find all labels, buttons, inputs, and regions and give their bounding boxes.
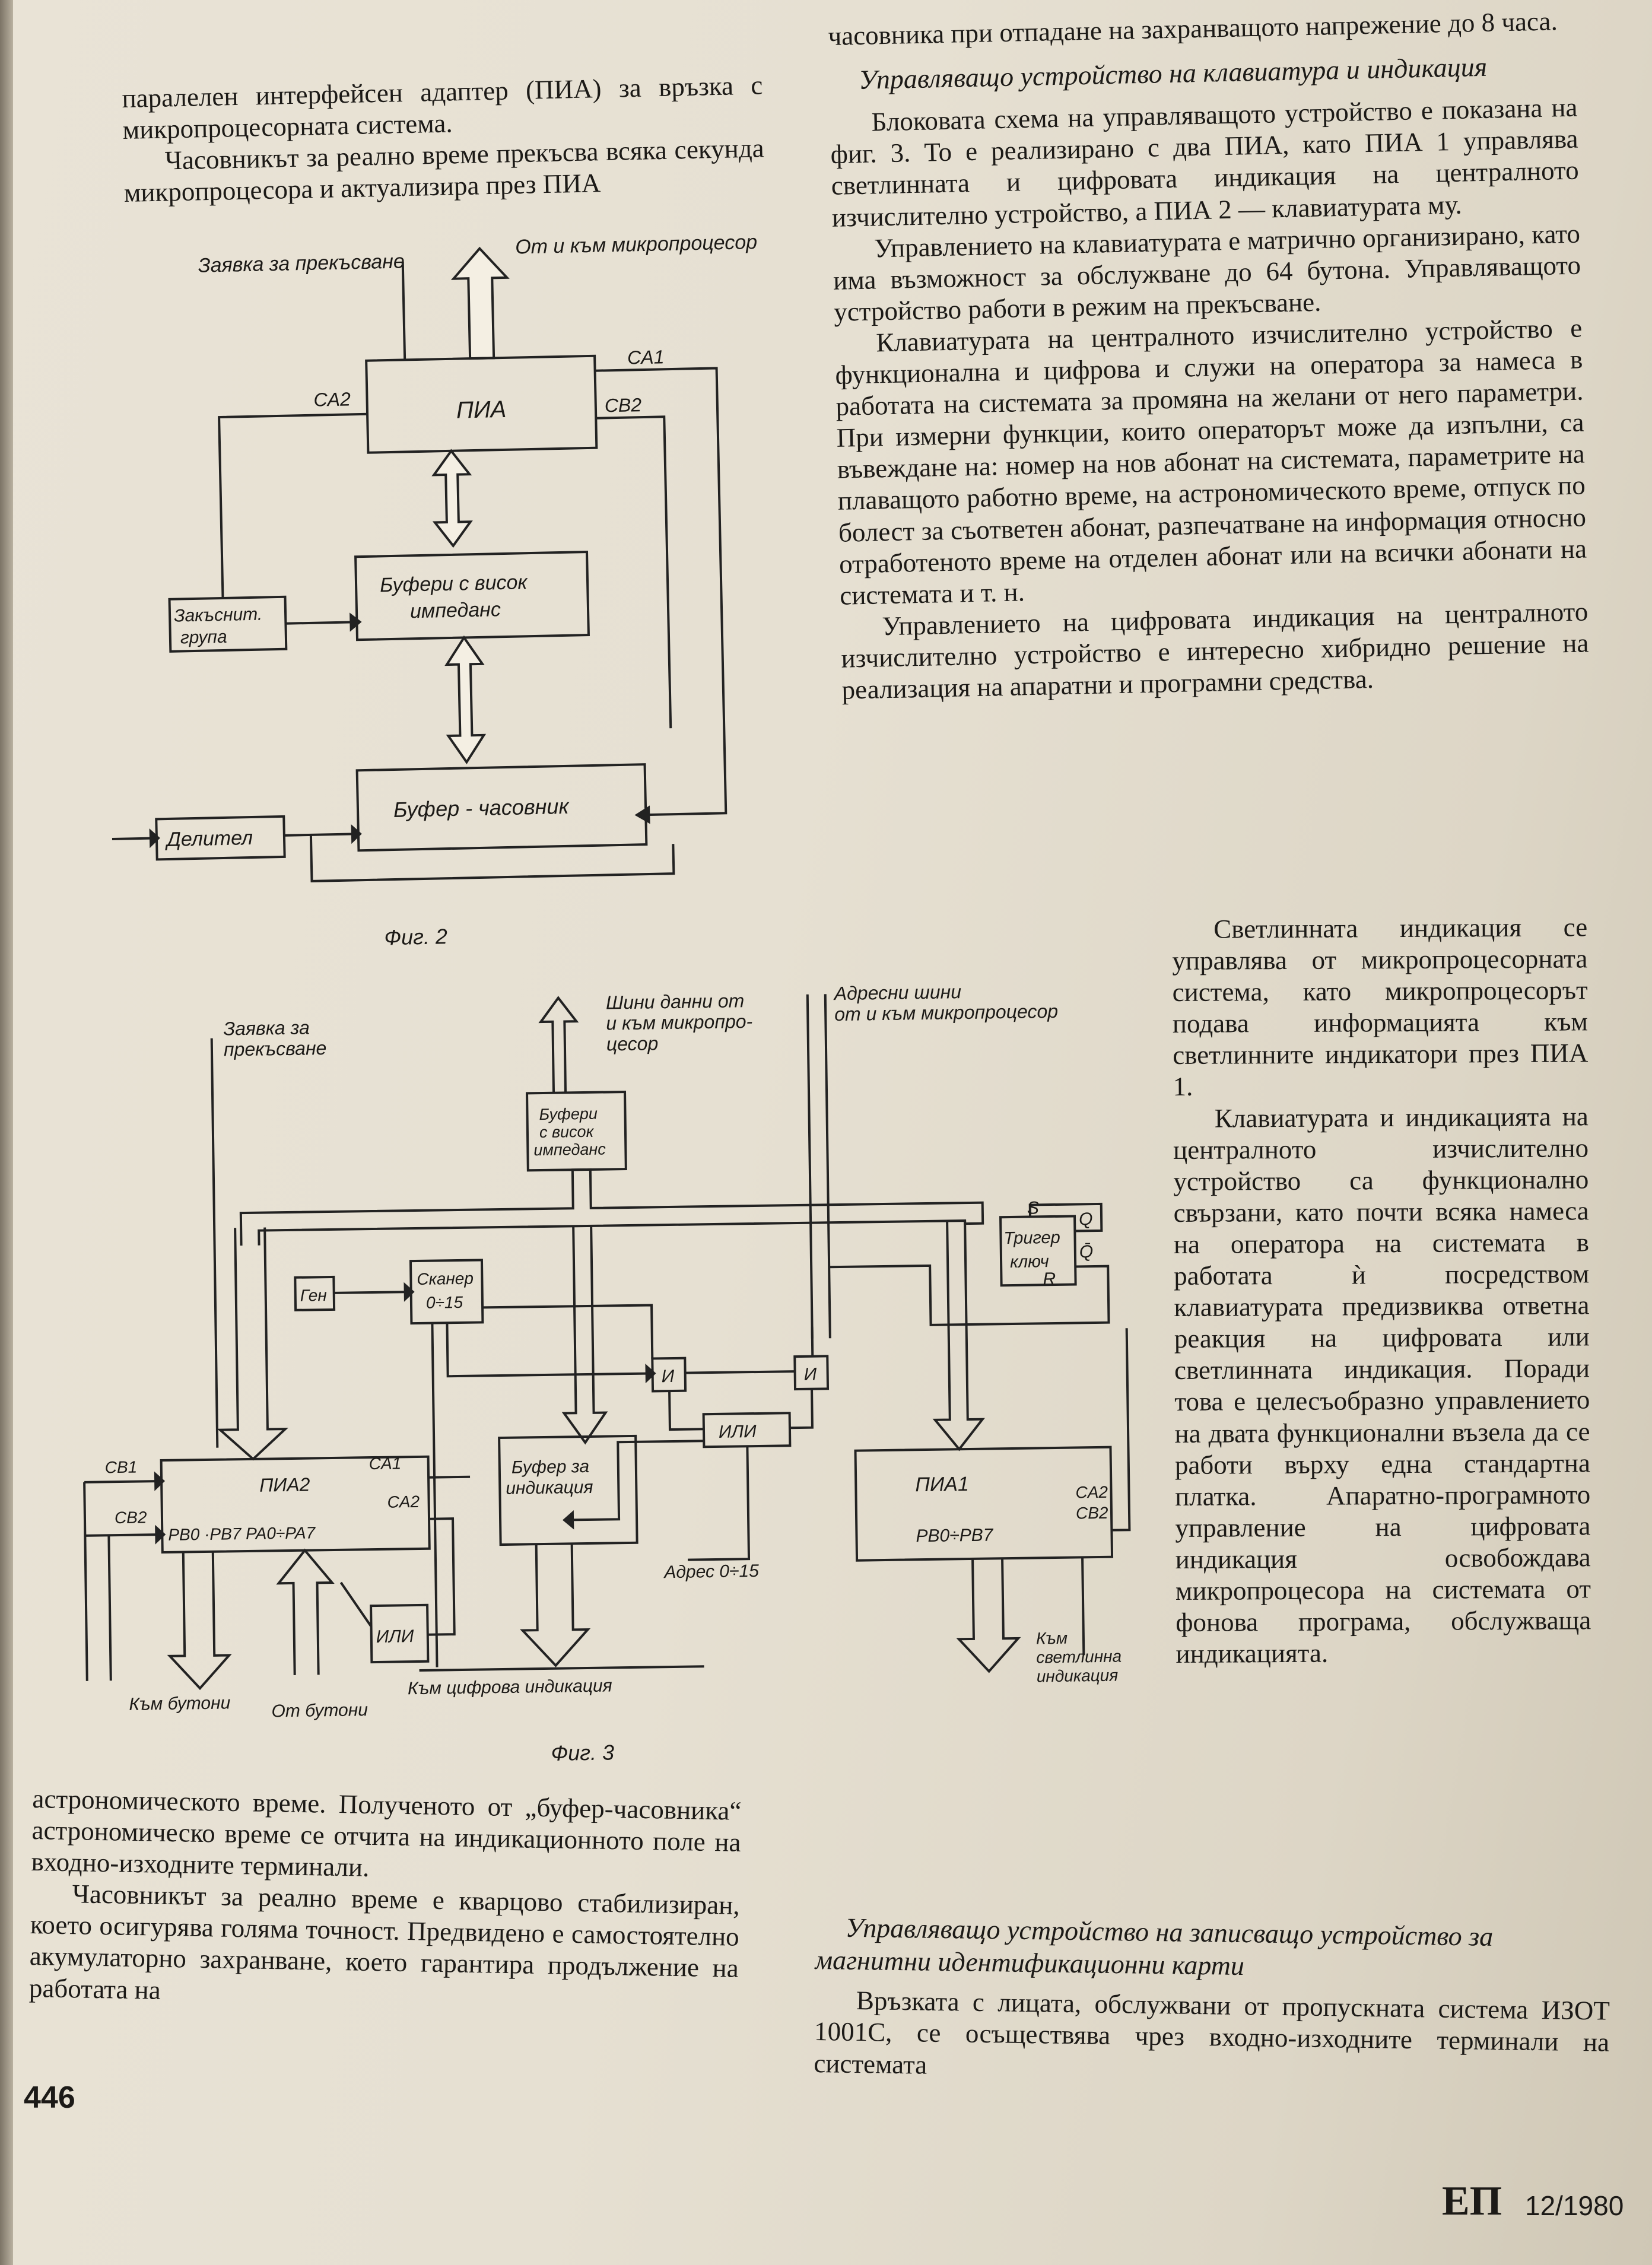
fig3-trigger-label-2: ключ bbox=[1010, 1252, 1049, 1272]
fig3-hbuf-label-2: с висок bbox=[539, 1123, 595, 1141]
fig3-interrupt-label-1: Заявка за bbox=[223, 1016, 310, 1039]
paragraph: Светлинната индикация се управлява от ми… bbox=[1172, 912, 1589, 1102]
paragraph: астрономическото време. Полученото от „б… bbox=[31, 1783, 742, 1883]
figure-2-block-diagram: Заявка за прекъсване От и към микропроце… bbox=[112, 231, 758, 949]
fig2-caption: Фиг. 2 bbox=[384, 924, 447, 949]
fig3-databus-label-1: Шини данни от bbox=[606, 990, 745, 1013]
page-number: 446 bbox=[24, 2080, 75, 2115]
fig3-to-buttons-label: Към бутони bbox=[129, 1693, 231, 1714]
fig3-r-label: R bbox=[1043, 1269, 1056, 1289]
fig2-interrupt-label: Заявка за прекъсване bbox=[198, 250, 405, 277]
fig2-buffers-label-1: Буфери с висок bbox=[380, 571, 529, 596]
paragraph: Управлението на цифровата индикация на ц… bbox=[840, 596, 1589, 705]
fig3-ca1-label: CA1 bbox=[369, 1454, 402, 1473]
fig2-clock-label: Буфер - часовник bbox=[393, 794, 570, 822]
paragraph: Часовникът за реално време е кварцово ст… bbox=[28, 1879, 741, 2005]
fig3-from-buttons-label: От бутони bbox=[271, 1700, 368, 1721]
fig3-pia1-label: ПИА1 bbox=[915, 1473, 969, 1496]
fig2-ca1-label: CA1 bbox=[627, 346, 665, 368]
pia1-box bbox=[854, 1446, 1114, 1562]
paragraph: Клавиатурата и индикацията на централнот… bbox=[1173, 1101, 1591, 1669]
issue-number: 12/1980 bbox=[1525, 2190, 1624, 2221]
left-column-top-text: паралелен интерфейсен адаптер (ПИА) за в… bbox=[122, 69, 765, 209]
fig3-addrbus-label-1: Адресни шини bbox=[833, 981, 961, 1004]
fig3-and-label-1: И bbox=[661, 1367, 674, 1386]
paragraph: Часовникът за реално време прекъсва всяк… bbox=[123, 133, 765, 208]
paragraph: Връзката с лицата, обслужвани от пропуск… bbox=[814, 1986, 1610, 2080]
fig3-dispbuf-label-1: Буфер за bbox=[512, 1457, 590, 1478]
or-gate bbox=[702, 1412, 792, 1448]
fig3-cb2-left-label: CB2 bbox=[115, 1508, 147, 1527]
fig3-pia1-ports: PB0÷PB7 bbox=[916, 1525, 994, 1546]
fig2-delay-label-2: група bbox=[180, 627, 227, 648]
section-heading-magnetic-cards: Управляващо устройство на записващо устр… bbox=[815, 1912, 1494, 1981]
fig3-to-light-label-1: Към bbox=[1036, 1629, 1068, 1648]
page-spine-shadow bbox=[0, 0, 13, 2265]
hz-buffers-box bbox=[354, 551, 590, 641]
right-column-bottom: Управляващо устройство на записващо устр… bbox=[814, 1911, 1611, 2090]
fig3-or2-label: ИЛИ bbox=[376, 1627, 414, 1647]
fig3-to-light-label-3: индикация bbox=[1037, 1666, 1119, 1686]
fig3-cb1-label: CB1 bbox=[105, 1458, 138, 1477]
fig3-scanner-label-1: Скaнер bbox=[417, 1269, 474, 1288]
right-column-top: часовника при отпадане на захранващото н… bbox=[828, 5, 1590, 706]
fig3-pia2-label: ПИА2 bbox=[259, 1474, 310, 1496]
fig3-pia2-ports: PB0 ·PB7 PA0÷PA7 bbox=[168, 1523, 316, 1543]
fig2-ca2-label: CA2 bbox=[313, 388, 351, 410]
pia2-box bbox=[160, 1455, 431, 1554]
fig2-delay-label-1: Закъснит. bbox=[174, 605, 263, 626]
fig3-cb2-right-label: CB2 bbox=[1076, 1504, 1108, 1523]
fig3-interrupt-label-2: прекъсване bbox=[224, 1037, 327, 1060]
pia-box bbox=[365, 354, 598, 454]
fig3-addrbus-label-2: от и към микропроцесор bbox=[834, 1000, 1058, 1025]
fig2-divider-label: Делител bbox=[164, 827, 253, 851]
fig3-and-label-2: И bbox=[803, 1365, 817, 1384]
paragraph: Управлението на клавиатурата е матрично … bbox=[833, 218, 1581, 327]
fig3-trigger-label-1: Тригер bbox=[1003, 1228, 1060, 1248]
and-gate-2 bbox=[793, 1355, 830, 1391]
fig3-caption: Фиг. 3 bbox=[551, 1740, 614, 1765]
fig3-q-label: Q bbox=[1079, 1209, 1093, 1229]
fig2-cb2-label: CB2 bbox=[604, 394, 641, 416]
paragraph: часовника при отпадане на захранващото н… bbox=[828, 6, 1558, 51]
fig3-hbuf-label-1: Буфери bbox=[539, 1105, 598, 1123]
right-narrow-column-text: Светлинната индикация се управлява от ми… bbox=[1172, 911, 1591, 1670]
fig3-qn-label: Q̄ bbox=[1079, 1242, 1094, 1262]
fig3-dispbuf-label-2: индикация bbox=[506, 1478, 593, 1498]
magazine-logo: ЕП bbox=[1442, 2178, 1502, 2224]
fig3-gen-label: Ген bbox=[300, 1286, 327, 1305]
fig3-scanner-label-2: 0÷15 bbox=[426, 1293, 463, 1312]
fig3-to-light-label-2: светлинна bbox=[1036, 1647, 1122, 1666]
trigger-box bbox=[999, 1215, 1077, 1287]
fig3-s-label: S bbox=[1027, 1198, 1039, 1218]
figure-3-block-diagram: Заявка за прекъсване Шини данни от и към… bbox=[83, 981, 1131, 1765]
fig3-databus-label-3: цесор bbox=[606, 1033, 659, 1054]
pia2-or-gate bbox=[370, 1603, 430, 1664]
fig3-to-digital-label: Към цифрова индикация bbox=[408, 1676, 612, 1698]
fig3-addr-label: Адрес 0÷15 bbox=[663, 1561, 759, 1582]
fig3-ca2-left-label: CA2 bbox=[387, 1492, 420, 1511]
clock-buffer-box bbox=[355, 763, 648, 852]
fig3-databus-label-2: и към микропро- bbox=[606, 1011, 752, 1034]
paragraph: Блоковата схема на управляващото устройс… bbox=[830, 92, 1580, 233]
fig3-hbuf-label-3: импеданс bbox=[533, 1141, 606, 1159]
paragraph: Клавиатурата на централното изчислително… bbox=[834, 313, 1587, 611]
section-heading-keyboard: Управляващо устройство на клавиатура и и… bbox=[858, 51, 1488, 96]
fig2-mp-label: От и към микропроцесор bbox=[515, 231, 758, 259]
fig3-ca2-right-label: CA2 bbox=[1075, 1483, 1108, 1502]
fig2-buffers-label-2: импеданс bbox=[410, 598, 501, 622]
left-column-bottom-text: астрономическото време. Полученото от „б… bbox=[29, 1783, 742, 2016]
fig2-pia-label: ПИА bbox=[456, 396, 507, 424]
fig3-or-label: ИЛИ bbox=[719, 1422, 757, 1442]
display-buffer-box bbox=[498, 1434, 638, 1546]
